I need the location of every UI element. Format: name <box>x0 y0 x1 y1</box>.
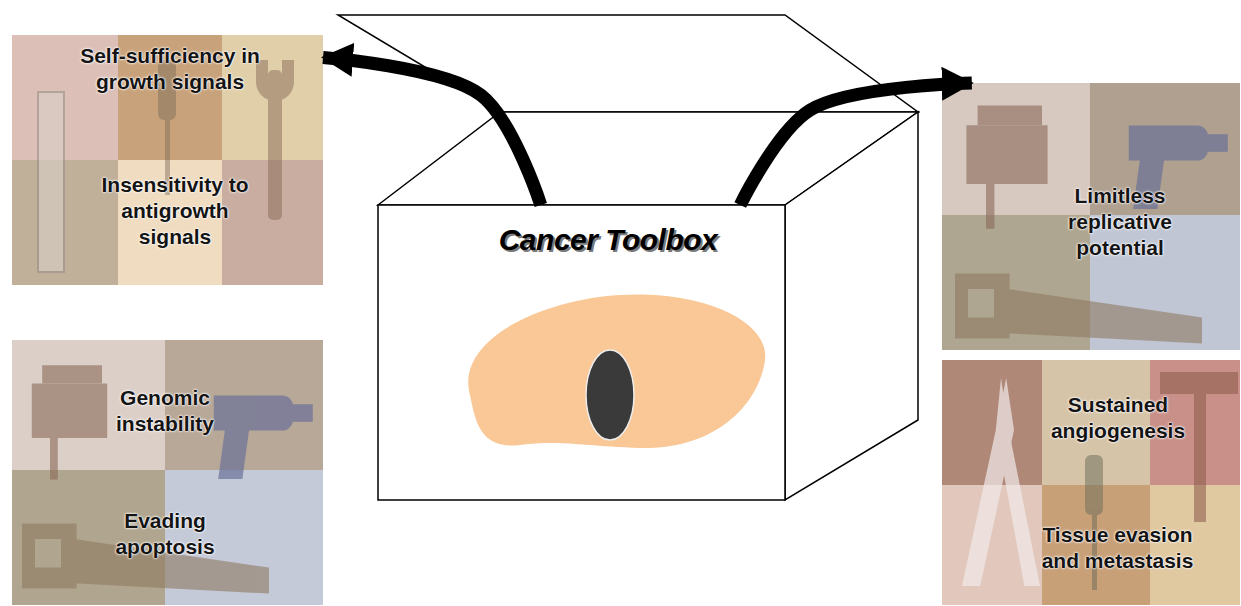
wrench-symbol <box>256 60 294 220</box>
jigsaw-symbol <box>32 365 107 479</box>
pliers-symbol <box>962 378 1040 586</box>
jigsaw-symbol <box>966 106 1047 229</box>
saw-symbol <box>22 523 269 593</box>
hallmark-panel: Self-sufficiency in growth signalsInsens… <box>12 35 323 285</box>
hallmark-label: Evading apoptosis <box>90 508 240 560</box>
hallmark-label: Insensitivity to antigrowth signals <box>90 172 260 250</box>
drill-symbol <box>214 395 313 479</box>
level-symbol <box>38 92 64 272</box>
cell-body <box>468 294 765 448</box>
hammer-symbol <box>1160 372 1238 522</box>
box-side <box>785 112 918 500</box>
hallmark-panel: Genomic instabilityEvading apoptosis <box>12 340 323 605</box>
hallmark-label: Genomic instability <box>90 385 240 437</box>
box-title: Cancer Toolbox <box>458 223 758 257</box>
cell-nucleus <box>586 350 634 440</box>
toolbox-node: Cancer Toolbox <box>378 205 785 500</box>
hallmark-panel: Limitless replicative potential <box>942 83 1240 350</box>
saw-symbol <box>955 273 1202 343</box>
hallmark-label: Sustained angiogenesis <box>1038 392 1198 444</box>
hallmark-label: Tissue evasion and metastasis <box>1035 522 1200 574</box>
hallmark-label: Self-sufficiency in growth signals <box>50 43 290 95</box>
hallmark-panel: Sustained angiogenesisTissue evasion and… <box>942 360 1240 605</box>
curved-arrow <box>740 83 972 205</box>
hallmark-label: Limitless replicative potential <box>1055 183 1185 261</box>
curved-arrow <box>323 58 541 206</box>
box-front <box>378 205 785 500</box>
